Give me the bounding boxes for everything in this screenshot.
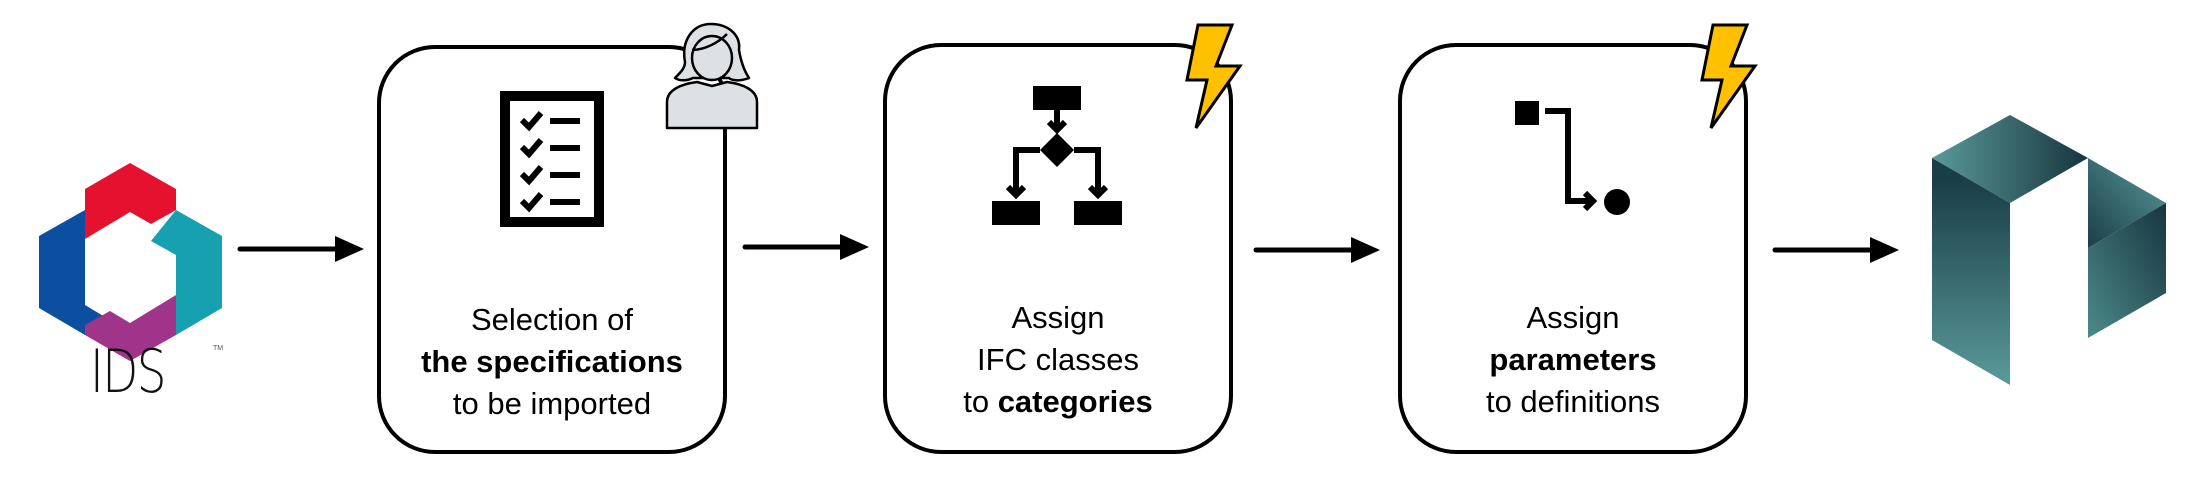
- lightning-icon: [1700, 23, 1758, 129]
- step-3-line-2: parameters: [1402, 339, 1744, 381]
- step-1-line-2: the specifications: [381, 341, 723, 383]
- step-3-line-3: to definitions: [1485, 384, 1661, 419]
- logo-right-upper-face: [2088, 158, 2166, 248]
- step-3-line-1: Assign: [1526, 300, 1620, 335]
- flowchart-icon: [992, 86, 1122, 225]
- step-1-line-3: to be imported: [452, 386, 652, 421]
- logo-right-face: [2088, 203, 2166, 338]
- ids-hex-left: [39, 210, 110, 335]
- ids-logo: IDS TM: [30, 145, 230, 407]
- ids-hex-right: [151, 210, 222, 335]
- arrow-2-head: [840, 234, 869, 260]
- target-app-logo-icon: [1932, 115, 2166, 385]
- user-icon: [665, 22, 759, 130]
- step-2-line-3-pre: to: [963, 384, 998, 419]
- lightning-icon: [1185, 23, 1243, 129]
- step-2-line-3-bold: categories: [997, 384, 1153, 419]
- arrow-3-head: [1351, 237, 1380, 263]
- ids-hex-bottom: [85, 295, 176, 361]
- ids-hex-top: [85, 163, 176, 239]
- step-3-label: Assign parameters to definitions: [1402, 297, 1744, 423]
- step-3-line-2-bold: parameters: [1489, 342, 1657, 377]
- logo-left-face: [1932, 158, 2010, 385]
- step-2-line-3: to categories: [887, 381, 1229, 423]
- checklist-icon: [500, 91, 604, 227]
- arrow-1-head: [335, 236, 364, 262]
- parameter-mapping-icon: [1515, 101, 1630, 215]
- step-3-box: Assign parameters to definitions: [1398, 43, 1748, 454]
- step-2-line-2: IFC classes: [977, 342, 1139, 377]
- trademark-label: TM: [213, 345, 224, 352]
- step-1-line-1: Selection of: [471, 302, 633, 337]
- ids-label: IDS: [90, 337, 166, 407]
- step-1-line-2-bold: the specifications: [421, 344, 683, 379]
- step-2-label: Assign IFC classes to categories: [887, 297, 1229, 423]
- logo-top-face: [1932, 115, 2088, 203]
- ids-hexagon-icon: [39, 163, 222, 361]
- step-2-line-1: Assign: [1011, 300, 1105, 335]
- arrow-4-head: [1870, 237, 1899, 263]
- step-1-label: Selection of the specifications to be im…: [381, 299, 723, 425]
